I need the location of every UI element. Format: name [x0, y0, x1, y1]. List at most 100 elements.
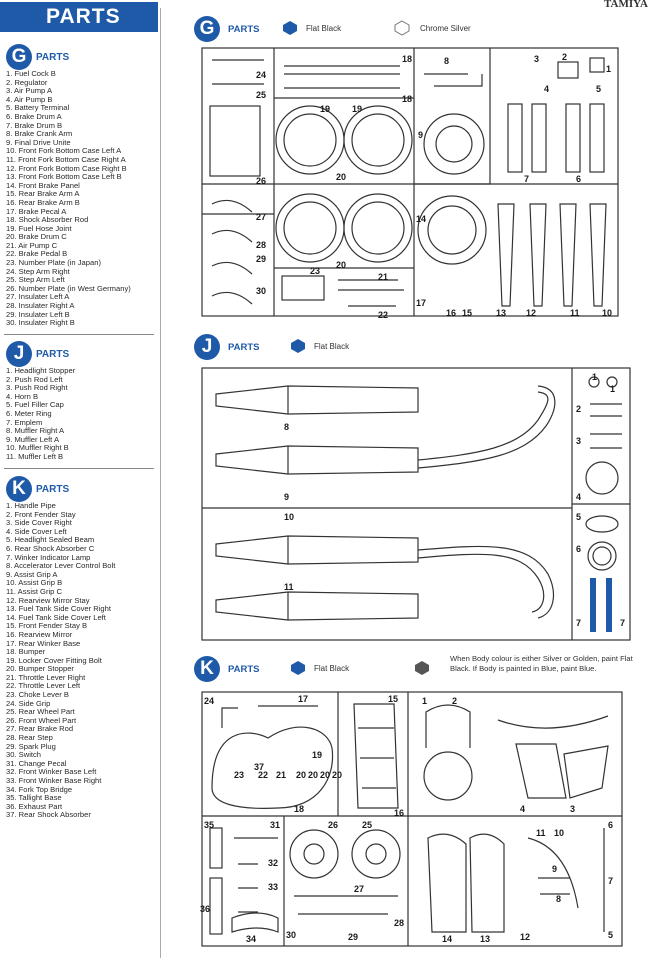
divider: [4, 468, 154, 469]
list-item: 19. Locker Cover Fitting Bolt: [6, 655, 102, 665]
part-number: 3: [534, 54, 539, 64]
list-item: 24. Side Grip: [6, 698, 51, 708]
panel-header-k: K PARTS: [194, 656, 394, 684]
list-item: 1. Fuel Cock B: [6, 69, 56, 78]
list-item: 25. Rear Wheel Part: [6, 707, 75, 717]
list-item: 8. Accelerator Lever Control Bolt: [6, 561, 116, 571]
part-number: 11: [284, 582, 294, 592]
list-item: 1. Headlight Stopper: [6, 366, 76, 375]
part-number: 20: [308, 770, 318, 780]
part-number: 13: [480, 934, 490, 944]
list-item: 22. Throttle Lever Left: [6, 681, 81, 691]
part-number: 12: [526, 308, 536, 318]
hexagon-dark-icon: [415, 661, 429, 675]
list-item: 1. Handle Pipe: [6, 501, 56, 510]
part-number: 9: [284, 492, 289, 502]
part-number: 2: [576, 404, 581, 414]
list-item: 9. Assist Grip A: [6, 569, 58, 579]
panel-badge-j: J: [194, 334, 220, 360]
part-number: 23: [310, 266, 320, 276]
part-number: 11: [536, 828, 546, 838]
part-number: 5: [608, 930, 613, 940]
list-item: 3. Side Cover Right: [6, 518, 72, 528]
hexagon-blue-icon: [291, 339, 305, 353]
section-badge-j: J: [6, 341, 32, 367]
list-item: 14. Fuel Tank Side Cover Left: [6, 612, 106, 622]
part-number: 28: [256, 240, 266, 250]
part-number: 34: [246, 934, 256, 944]
part-number: 8: [444, 56, 449, 66]
list-item: 18. Shock Absorber Rod: [6, 215, 89, 225]
sprue-frame-k: 24 17 15 37 23 22 21 20 20 20 20 19 18 1…: [200, 691, 623, 947]
part-number: 26: [256, 176, 266, 186]
list-item: 21. Throttle Lever Right: [6, 672, 86, 682]
sprue-frame-g: 24 25 26 27 28 29 30 18 18 19 19 20 20 2…: [201, 47, 619, 320]
list-item: 31. Change Pecal: [6, 758, 67, 768]
part-number: 7: [608, 876, 613, 886]
list-item: 16. Rear Brake Arm B: [6, 197, 80, 207]
part-number: 21: [378, 272, 388, 282]
section-title-k: PARTS: [36, 484, 70, 495]
list-item: 17. Rear Winker Base: [6, 638, 81, 648]
part-number: 29: [256, 254, 266, 264]
list-item: 7. Brake Drum B: [6, 120, 63, 130]
list-item: 30. Insulater Right B: [6, 318, 75, 328]
part-number: 18: [402, 54, 412, 64]
list-item: 23. Choke Lever B: [6, 690, 69, 700]
part-number: 25: [362, 820, 372, 830]
list-item: 6. Meter Ring: [6, 408, 52, 418]
part-number: 13: [496, 308, 506, 318]
part-number: 6: [576, 174, 581, 184]
list-item: 9. Muffler Left A: [6, 434, 60, 444]
parts-header-bar: PARTS: [0, 2, 158, 32]
panel-header-j: J PARTS: [194, 334, 394, 362]
part-number: 19: [312, 750, 322, 760]
list-item: 5. Headlight Sealed Beam: [6, 535, 95, 545]
column-divider: [160, 8, 161, 958]
list-item: 10. Front Fork Bottom Case Left A: [6, 146, 122, 156]
list-item: 29. Insulater Left B: [6, 309, 70, 319]
part-number: 6: [608, 820, 613, 830]
list-item: 5. Fuel Filler Cap: [6, 400, 64, 410]
part-number: 6: [576, 544, 581, 554]
part-number: 1: [610, 384, 615, 394]
list-item: 11. Front Fork Bottom Case Right A: [6, 154, 126, 164]
list-item: 12. Front Fork Bottom Case Right B: [6, 163, 127, 173]
part-number: 31: [270, 820, 280, 830]
list-item: 2. Front Fender Stay: [6, 509, 76, 519]
part-number: 16: [394, 808, 404, 818]
list-item: 10. Muffler Right B: [6, 443, 69, 453]
list-item: 20. Brake Drum C: [6, 232, 67, 242]
part-number: 8: [284, 422, 289, 432]
list-item: 28. Insulater Right A: [6, 301, 75, 311]
list-item: 35. Tallight Base: [6, 793, 62, 803]
part-number: 18: [402, 94, 412, 104]
part-number: 2: [562, 52, 567, 62]
list-item: 27. Insulater Left A: [6, 292, 70, 302]
part-number: 9: [552, 864, 557, 874]
part-number: 24: [204, 696, 214, 706]
list-item: 27. Rear Brake Rod: [6, 724, 74, 734]
part-number: 18: [294, 804, 304, 814]
part-number: 22: [378, 310, 388, 320]
list-item: 18. Bumper: [6, 647, 46, 657]
part-number: 27: [354, 884, 364, 894]
legend-flat-black: Flat Black: [314, 664, 350, 673]
list-item: 15. Rear Brake Arm A: [6, 189, 80, 199]
emblem-blue-bar: [606, 578, 612, 632]
panel-badge-g: G: [194, 16, 220, 42]
section-badge-k: K: [6, 476, 32, 502]
section-title-j: PARTS: [36, 349, 70, 360]
list-item: 29. Spark Plug: [6, 741, 56, 751]
list-item: 26. Front Wheel Part: [6, 715, 77, 725]
part-number: 1: [592, 372, 597, 382]
panel-header-g: G PARTS: [194, 16, 494, 44]
section-title-g: PARTS: [36, 52, 70, 63]
part-number: 22: [258, 770, 268, 780]
list-item: 23. Number Plate (in Japan): [6, 258, 101, 268]
list-item: 13. Fuel Tank Side Cover Right: [6, 604, 111, 614]
list-item: 11. Assist Grip C: [6, 586, 62, 596]
part-number: 27: [256, 212, 266, 222]
